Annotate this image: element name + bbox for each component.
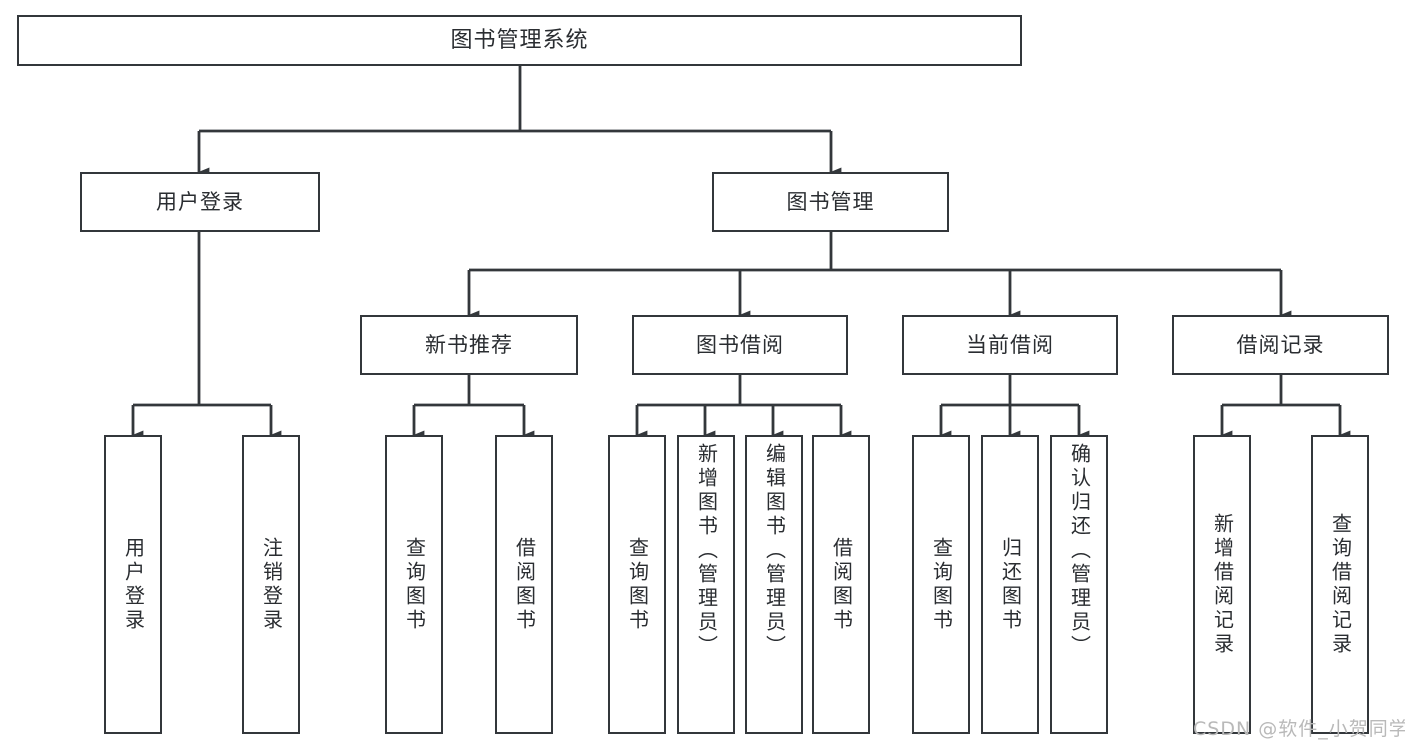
node-label: 新增图书（管理员） xyxy=(694,443,719,659)
node-label: 新书推荐 xyxy=(425,332,513,357)
node-current-borrowing[interactable]: 当前借阅 xyxy=(902,315,1118,375)
node-leaf-query-book-borrowing[interactable]: 查询图书 xyxy=(608,435,666,734)
node-label: 编辑图书（管理员） xyxy=(762,443,787,659)
node-leaf-borrow-book-borrowing[interactable]: 借阅图书 xyxy=(812,435,870,734)
node-label: 确认归还（管理员） xyxy=(1067,443,1092,659)
node-label: 查询图书 xyxy=(402,536,427,633)
node-label: 归还图书 xyxy=(998,536,1023,633)
node-label: 图书管理 xyxy=(786,189,875,214)
node-label: 借阅图书 xyxy=(829,536,854,633)
node-new-book-recommendation[interactable]: 新书推荐 xyxy=(360,315,578,375)
node-label: 用户登录 xyxy=(121,536,146,633)
node-leaf-return-book[interactable]: 归还图书 xyxy=(981,435,1039,734)
node-leaf-edit-book-admin[interactable]: 编辑图书（管理员） xyxy=(745,435,803,734)
node-label: 注销登录 xyxy=(259,536,284,633)
node-label: 图书管理系统 xyxy=(450,27,589,53)
node-root-book-management-system[interactable]: 图书管理系统 xyxy=(17,15,1022,66)
node-label: 查询图书 xyxy=(625,536,650,633)
node-leaf-add-book-admin[interactable]: 新增图书（管理员） xyxy=(677,435,735,734)
node-borrowing-records[interactable]: 借阅记录 xyxy=(1172,315,1389,375)
node-book-borrowing[interactable]: 图书借阅 xyxy=(632,315,848,375)
node-leaf-confirm-return-admin[interactable]: 确认归还（管理员） xyxy=(1050,435,1108,734)
node-label: 用户登录 xyxy=(156,189,244,214)
node-leaf-query-book-current[interactable]: 查询图书 xyxy=(912,435,970,734)
node-label: 图书借阅 xyxy=(696,332,784,357)
node-label: 查询图书 xyxy=(929,536,954,633)
node-book-management[interactable]: 图书管理 xyxy=(712,172,949,232)
node-leaf-query-borrowing-record[interactable]: 查询借阅记录 xyxy=(1311,435,1369,734)
node-label: 借阅记录 xyxy=(1236,332,1325,357)
node-leaf-user-login[interactable]: 用户登录 xyxy=(104,435,162,734)
node-leaf-borrow-book-recommend[interactable]: 借阅图书 xyxy=(495,435,553,734)
node-leaf-query-book-recommend[interactable]: 查询图书 xyxy=(385,435,443,734)
node-user-login[interactable]: 用户登录 xyxy=(80,172,320,232)
node-leaf-add-borrowing-record[interactable]: 新增借阅记录 xyxy=(1193,435,1251,734)
node-label: 借阅图书 xyxy=(512,536,537,633)
node-label: 查询借阅记录 xyxy=(1328,512,1353,657)
node-label: 当前借阅 xyxy=(966,332,1054,357)
watermark-text: CSDN @软件_小贺同学 xyxy=(1193,718,1405,740)
node-leaf-logout[interactable]: 注销登录 xyxy=(242,435,300,734)
node-label: 新增借阅记录 xyxy=(1210,512,1235,657)
